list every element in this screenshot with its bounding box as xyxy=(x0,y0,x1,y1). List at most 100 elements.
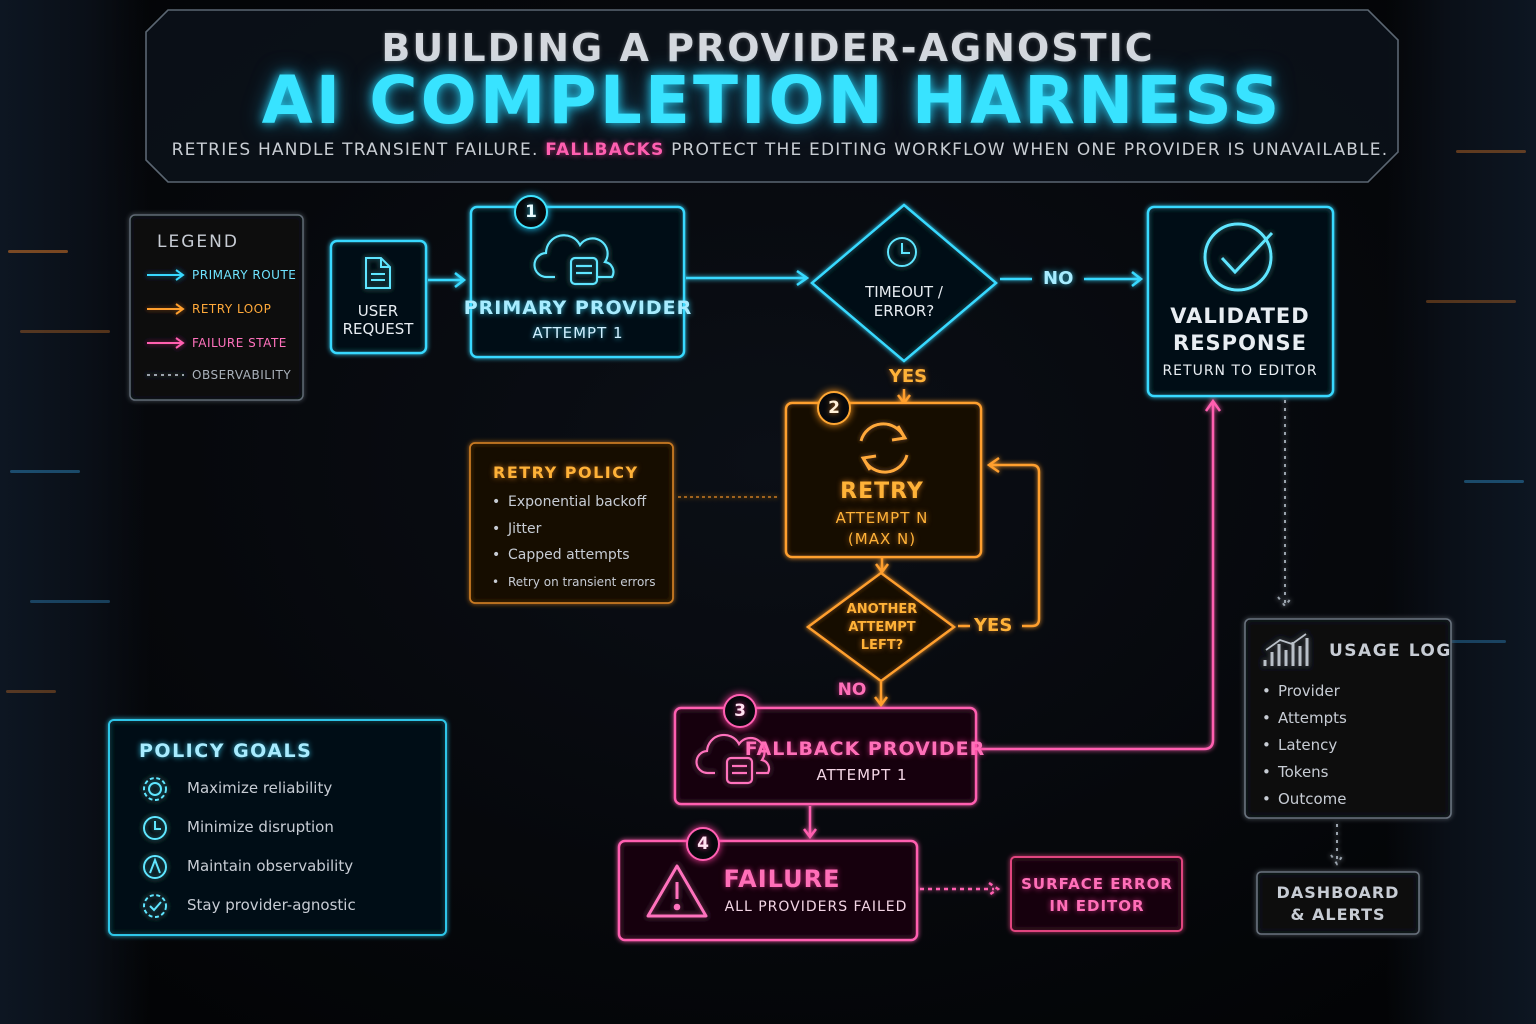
another-yes-label: YES xyxy=(974,615,1013,636)
compass-icon xyxy=(143,855,167,879)
another-line-2: ATTEMPT xyxy=(848,620,916,635)
subtitle: RETRIES HANDLE TRANSIENT FAILURE. FALLBA… xyxy=(172,140,1389,160)
arrow-failure-to-surface xyxy=(920,881,1001,897)
retry-box xyxy=(784,401,983,559)
user-request-line-1: USER xyxy=(357,302,399,320)
usage-log-item: Outcome xyxy=(1262,786,1347,813)
retry-title: RETRY xyxy=(840,479,924,504)
legend-item-observability: OBSERVABILITY xyxy=(192,368,292,382)
step-3-badge: 3 xyxy=(723,694,757,728)
validated-response-box xyxy=(1146,205,1335,398)
clock-icon xyxy=(143,816,167,840)
background-right-server-wall xyxy=(1386,0,1536,1024)
surface-error-box xyxy=(1010,856,1183,932)
retry-policy-item: Retry on transient errors xyxy=(492,569,656,596)
legend-retry-arrow xyxy=(147,303,185,315)
clock-icon xyxy=(887,237,917,267)
dashboard-box xyxy=(1256,871,1420,935)
retry-policy-item: Exponential backoff xyxy=(492,489,656,516)
usage-log-item: Provider xyxy=(1262,678,1347,705)
legend-heading: LEGEND xyxy=(157,232,239,252)
arrow-fallback-to-failure xyxy=(803,806,817,840)
title-line-1: BUILDING A PROVIDER-AGNOSTIC xyxy=(381,26,1155,70)
retry-policy-item: Capped attempts xyxy=(492,542,656,569)
step-2-badge: 2 xyxy=(817,391,851,425)
user-request-line-2: REQUEST xyxy=(342,320,414,338)
subtitle-post: PROTECT THE EDITING WORKFLOW WHEN ONE PR… xyxy=(671,140,1389,160)
primary-provider-title: PRIMARY PROVIDER xyxy=(463,297,693,319)
another-no-label: NO xyxy=(837,680,867,700)
primary-provider-box xyxy=(469,205,686,359)
arrow-retry-to-another xyxy=(875,558,889,575)
timeout-line-1: TIMEOUT / xyxy=(865,283,943,301)
another-line-1: ANOTHER xyxy=(846,602,918,617)
timeout-line-2: ERROR? xyxy=(873,302,935,320)
usage-log-heading: USAGE LOG xyxy=(1329,641,1452,661)
arrow-retry-loop-yes xyxy=(958,456,1041,628)
policy-goals-heading: POLICY GOALS xyxy=(139,740,313,762)
retry-policy-item: Jitter xyxy=(492,516,656,543)
timeout-no-label: NO xyxy=(1043,268,1074,289)
retry-policy-list: Exponential backoff Jitter Capped attemp… xyxy=(492,489,656,595)
another-line-3: LEFT? xyxy=(860,638,904,653)
policy-goal-item: Maintain observability xyxy=(187,857,354,875)
gear-check-icon xyxy=(143,894,167,918)
retry-sub-1: ATTEMPT N xyxy=(835,509,929,527)
arrow-timeout-no xyxy=(1000,271,1144,287)
legend-item-primary-route: PRIMARY ROUTE xyxy=(192,268,297,282)
fallback-provider-box xyxy=(673,706,978,806)
policy-goal-item: Maximize reliability xyxy=(187,779,333,797)
step-4-badge: 4 xyxy=(686,827,720,861)
subtitle-pre: RETRIES HANDLE TRANSIENT FAILURE. xyxy=(171,140,539,160)
cloud-server-icon xyxy=(533,234,615,286)
arrow-usage-to-dashboard xyxy=(1330,824,1344,866)
legend-primary-arrow xyxy=(147,269,185,281)
timeout-diamond xyxy=(810,203,998,363)
fallback-title: FALLBACK PROVIDER xyxy=(744,738,986,760)
legend-failure-arrow xyxy=(147,337,185,349)
legend-item-failure-state: FAILURE STATE xyxy=(192,336,287,350)
failure-sub: ALL PROVIDERS FAILED xyxy=(724,899,908,915)
primary-provider-sub: ATTEMPT 1 xyxy=(532,324,624,342)
usage-log-item: Tokens xyxy=(1262,759,1347,786)
usage-log-item: Latency xyxy=(1262,732,1347,759)
gear-icon xyxy=(143,777,167,801)
usage-log-item: Attempts xyxy=(1262,705,1347,732)
surface-error-line-1: SURFACE ERROR xyxy=(1021,875,1173,893)
arrow-user-to-primary xyxy=(428,272,467,288)
timeout-yes-label: YES xyxy=(888,366,928,387)
user-request-box xyxy=(329,239,428,355)
retry-policy-heading: RETRY POLICY xyxy=(493,463,639,482)
policy-goal-item: Stay provider-agnostic xyxy=(187,896,356,914)
arrow-another-no xyxy=(874,682,888,708)
arrow-primary-to-timeout xyxy=(686,269,810,287)
cloud-server-icon xyxy=(695,733,771,785)
dashboard-line-1: DASHBOARD xyxy=(1276,883,1400,902)
usage-log-list: Provider Attempts Latency Tokens Outcome xyxy=(1262,678,1347,813)
arrow-fallback-to-validated xyxy=(978,398,1222,751)
document-icon xyxy=(365,257,391,289)
policy-goals-box xyxy=(108,719,447,936)
validated-line-1: VALIDATED xyxy=(1170,304,1310,328)
validated-line-2: RESPONSE xyxy=(1173,331,1307,355)
another-attempt-diamond xyxy=(805,571,957,683)
retry-sub-2: (MAX N) xyxy=(847,530,917,548)
surface-error-line-2: IN EDITOR xyxy=(1049,897,1145,915)
arrow-validated-to-usage xyxy=(1277,400,1293,608)
legend-item-retry-loop: RETRY LOOP xyxy=(192,302,272,316)
dashboard-line-2: & ALERTS xyxy=(1290,905,1386,924)
legend-box xyxy=(129,214,304,401)
title-frame xyxy=(145,9,1399,183)
title-line-2: AI COMPLETION HARNESS xyxy=(261,62,1283,139)
subtitle-highlight: FALLBACKS xyxy=(545,140,665,160)
failure-title: FAILURE xyxy=(723,865,841,893)
refresh-icon xyxy=(859,422,909,474)
policy-goal-item: Minimize disruption xyxy=(187,818,334,836)
fallback-sub: ATTEMPT 1 xyxy=(816,766,908,784)
warning-triangle-icon xyxy=(646,864,708,918)
arrow-timeout-yes xyxy=(897,389,911,406)
step-1-badge: 1 xyxy=(514,195,548,229)
bar-chart-icon xyxy=(1263,633,1309,666)
checkmark-circle-icon xyxy=(1203,222,1274,292)
